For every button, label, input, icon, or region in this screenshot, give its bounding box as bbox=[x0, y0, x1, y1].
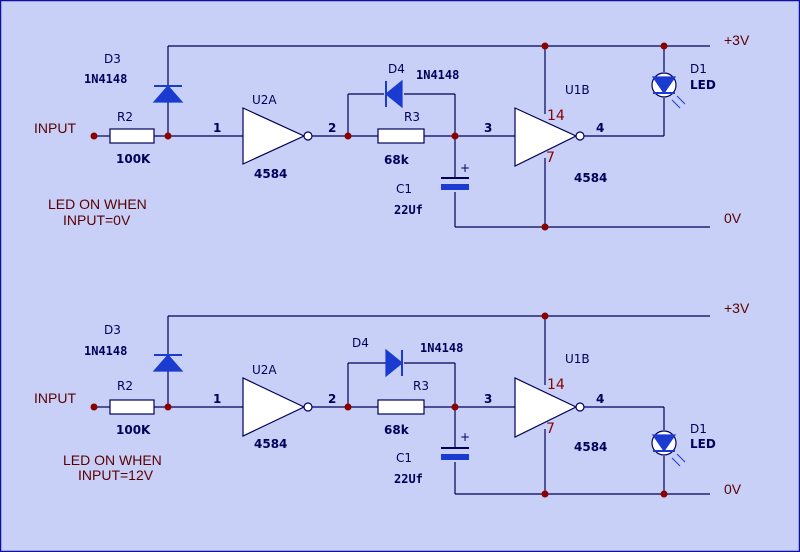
u1b-pin-vcc: 14 bbox=[547, 108, 565, 124]
d4-ref: D4 bbox=[388, 62, 405, 76]
c1-ref: C1 bbox=[396, 182, 412, 196]
d3-value: 1N4148 bbox=[84, 344, 127, 358]
resistor-r2: R2 100K bbox=[109, 379, 155, 437]
inverter-u2a: U2A 4584 1 2 bbox=[213, 363, 336, 451]
diode-d3: D3 1N4148 bbox=[84, 323, 184, 372]
rail-ground: 0V bbox=[724, 481, 742, 497]
note-line2: INPUT=12V bbox=[78, 467, 154, 483]
u2a-pin-out: 2 bbox=[328, 392, 336, 406]
diode-d4: D4 1N4148 bbox=[352, 336, 463, 378]
u1b-value: 4584 bbox=[574, 440, 607, 454]
d4-value: 1N4148 bbox=[416, 68, 459, 82]
r2-ref: R2 bbox=[117, 379, 133, 393]
d1-value: LED bbox=[690, 437, 716, 451]
resistor-r3: R3 68k bbox=[377, 379, 429, 437]
wires-bottom bbox=[94, 315, 710, 495]
u1b-ref: U1B bbox=[565, 352, 590, 366]
u1b-ref: U1B bbox=[565, 83, 590, 97]
inverter-u1b: U1B 4584 3 4 14 7 bbox=[484, 83, 607, 185]
c1-value: 22Uf bbox=[394, 472, 423, 486]
u2a-value: 4584 bbox=[254, 167, 287, 181]
c1-ref: C1 bbox=[396, 451, 412, 465]
u1b-pin-out: 4 bbox=[596, 121, 604, 135]
u1b-pin-gnd: 7 bbox=[546, 150, 555, 166]
u1b-pin-in: 3 bbox=[484, 392, 492, 406]
rail-ground: 0V bbox=[724, 210, 742, 226]
r3-value: 68k bbox=[384, 153, 410, 167]
r2-value: 100K bbox=[116, 152, 151, 166]
capacitor-c1: + C1 22Uf bbox=[394, 161, 470, 217]
u2a-value: 4584 bbox=[254, 437, 287, 451]
r2-ref: R2 bbox=[117, 110, 133, 124]
inverter-u1b: U1B 4584 3 4 14 7 bbox=[484, 352, 607, 454]
note-line1: LED ON WHEN bbox=[63, 452, 162, 468]
nodes-bottom bbox=[90, 312, 668, 498]
r3-ref: R3 bbox=[413, 379, 429, 393]
d4-value: 1N4148 bbox=[420, 341, 463, 355]
led-d1: D1 LED bbox=[651, 62, 716, 109]
inverter-u2a: U2A 4584 1 2 bbox=[213, 93, 336, 181]
rail-positive: +3V bbox=[724, 32, 750, 48]
diode-d3: D3 1N4148 bbox=[84, 52, 184, 103]
rail-positive: +3V bbox=[724, 300, 750, 316]
u2a-pin-in: 1 bbox=[213, 121, 221, 135]
circuit-top: INPUT R2 100K D3 1N4148 U2A 4584 1 2 D bbox=[34, 32, 750, 231]
r2-value: 100K bbox=[116, 423, 151, 437]
u1b-pin-out: 4 bbox=[596, 392, 604, 406]
r3-ref: R3 bbox=[404, 110, 420, 124]
note-line1: LED ON WHEN bbox=[48, 196, 147, 212]
c1-polarity: + bbox=[460, 161, 470, 175]
u1b-value: 4584 bbox=[574, 171, 607, 185]
c1-polarity: + bbox=[460, 430, 470, 444]
nodes-top bbox=[90, 42, 668, 231]
d3-value: 1N4148 bbox=[84, 72, 127, 86]
note-line2: INPUT=0V bbox=[63, 212, 131, 228]
circuit-bottom: INPUT R2 100K D3 1N4148 U2A 4584 1 2 D4 … bbox=[34, 300, 750, 498]
u2a-ref: U2A bbox=[252, 93, 277, 107]
input-label: INPUT bbox=[34, 390, 76, 406]
resistor-r3: R3 68k bbox=[377, 110, 425, 167]
u1b-pin-gnd: 7 bbox=[546, 421, 555, 437]
u2a-ref: U2A bbox=[252, 363, 277, 377]
d3-ref: D3 bbox=[104, 52, 121, 66]
d4-ref: D4 bbox=[352, 336, 369, 350]
resistor-r2: R2 100K bbox=[109, 110, 155, 166]
d1-ref: D1 bbox=[690, 62, 707, 76]
d1-value: LED bbox=[690, 78, 716, 92]
r3-value: 68k bbox=[384, 423, 410, 437]
capacitor-c1: + C1 22Uf bbox=[394, 430, 470, 486]
u1b-pin-in: 3 bbox=[484, 121, 492, 135]
d1-ref: D1 bbox=[690, 422, 707, 436]
u1b-pin-vcc: 14 bbox=[547, 377, 565, 393]
u2a-pin-out: 2 bbox=[328, 121, 336, 135]
input-label: INPUT bbox=[34, 120, 76, 136]
led-d1: D1 LED bbox=[651, 422, 716, 467]
c1-value: 22Uf bbox=[394, 203, 423, 217]
diode-d4: D4 1N4148 bbox=[385, 62, 459, 109]
d3-ref: D3 bbox=[104, 323, 121, 337]
u2a-pin-in: 1 bbox=[213, 392, 221, 406]
wires-top bbox=[94, 45, 710, 228]
